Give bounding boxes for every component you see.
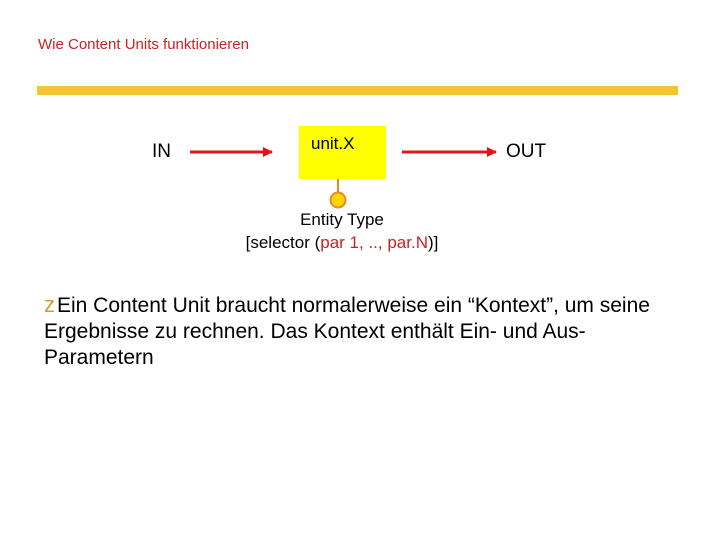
entity-type-label: Entity Type bbox=[300, 210, 384, 229]
selector-params: par 1, .., par.N bbox=[320, 233, 428, 252]
bullet-paragraph: zEin Content Unit braucht normalerweise … bbox=[44, 292, 694, 371]
output-label: OUT bbox=[506, 141, 547, 162]
title-divider bbox=[37, 86, 678, 95]
selector-prefix: [selector ( bbox=[245, 233, 321, 252]
slide-title: Wie Content Units funktionieren bbox=[38, 36, 249, 53]
unit-box: unit.X bbox=[299, 126, 386, 179]
connector-node bbox=[329, 191, 347, 209]
input-label: IN bbox=[152, 141, 171, 162]
selector-suffix: )] bbox=[427, 233, 439, 252]
unit-label: unit.X bbox=[311, 134, 355, 153]
bullet-text: Ein Content Unit braucht normalerweise e… bbox=[44, 294, 650, 369]
z-bullet-icon: z bbox=[44, 292, 55, 317]
entity-type-block: Entity Type [selector (par 1, .., par.N)… bbox=[222, 208, 462, 254]
selector-line: [selector (par 1, .., par.N)] bbox=[222, 231, 462, 254]
